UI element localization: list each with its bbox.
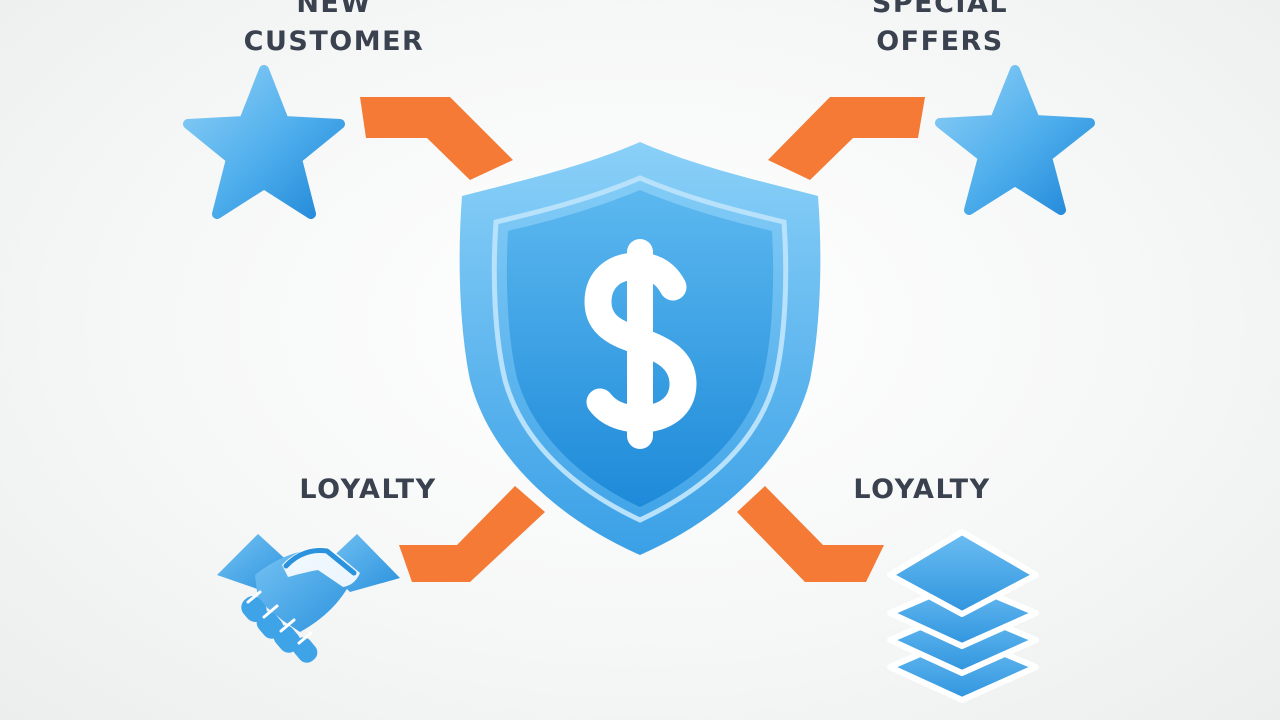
connector-top-right <box>768 97 925 180</box>
label-loyalty-right: LOYALTY <box>853 474 991 505</box>
label-loyalty-left: LOYALTY <box>299 474 437 505</box>
shield-dollar-icon <box>459 142 821 555</box>
connector-bottom-right <box>737 486 884 582</box>
star-icon <box>935 65 1095 215</box>
connector-top-left <box>360 97 513 180</box>
label-special-offers: SPECIAL OFFERS <box>871 0 1009 57</box>
connector-bottom-left <box>399 486 545 582</box>
label-new-customer: NEW CUSTOMER <box>243 0 425 57</box>
star-icon <box>183 65 345 219</box>
handshake-icon <box>217 534 400 663</box>
layers-stack-icon <box>887 529 1039 703</box>
dollar-sign-icon <box>584 239 697 449</box>
